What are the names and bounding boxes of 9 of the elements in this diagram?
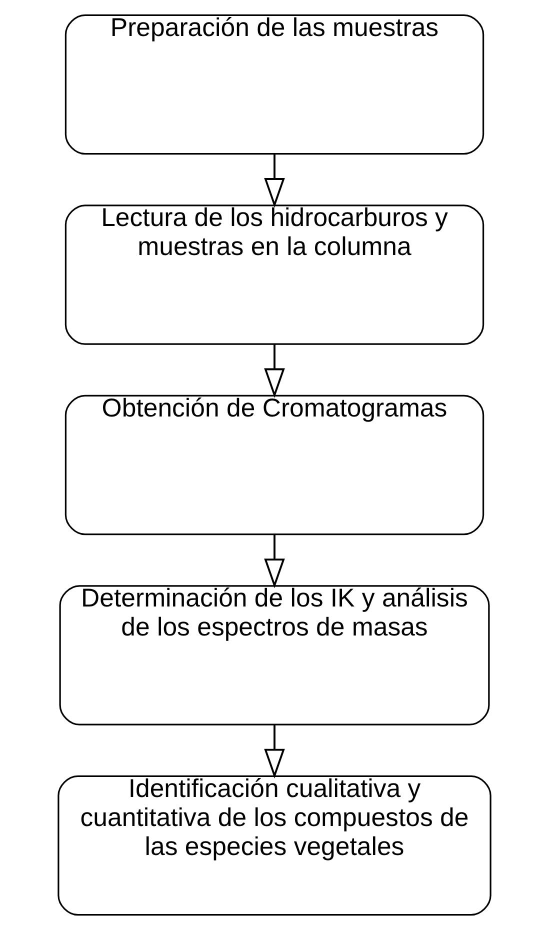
node-box: Identificación cualitativa y cuantitativa de los compuestos de las especies vegetales	[58, 775, 492, 916]
node-box: Preparación de las muestras	[64, 14, 484, 155]
arrow	[264, 344, 285, 398]
arrow	[264, 534, 285, 588]
node-box: Lectura de los hidrocarburos y muestras en la columna	[64, 204, 484, 345]
node-box: Determinación de los IK y análisis de los espectros de masas	[59, 585, 490, 726]
arrow	[264, 724, 285, 778]
arrow	[264, 154, 285, 208]
node-box: Obtención de Cromatogramas	[64, 394, 484, 536]
